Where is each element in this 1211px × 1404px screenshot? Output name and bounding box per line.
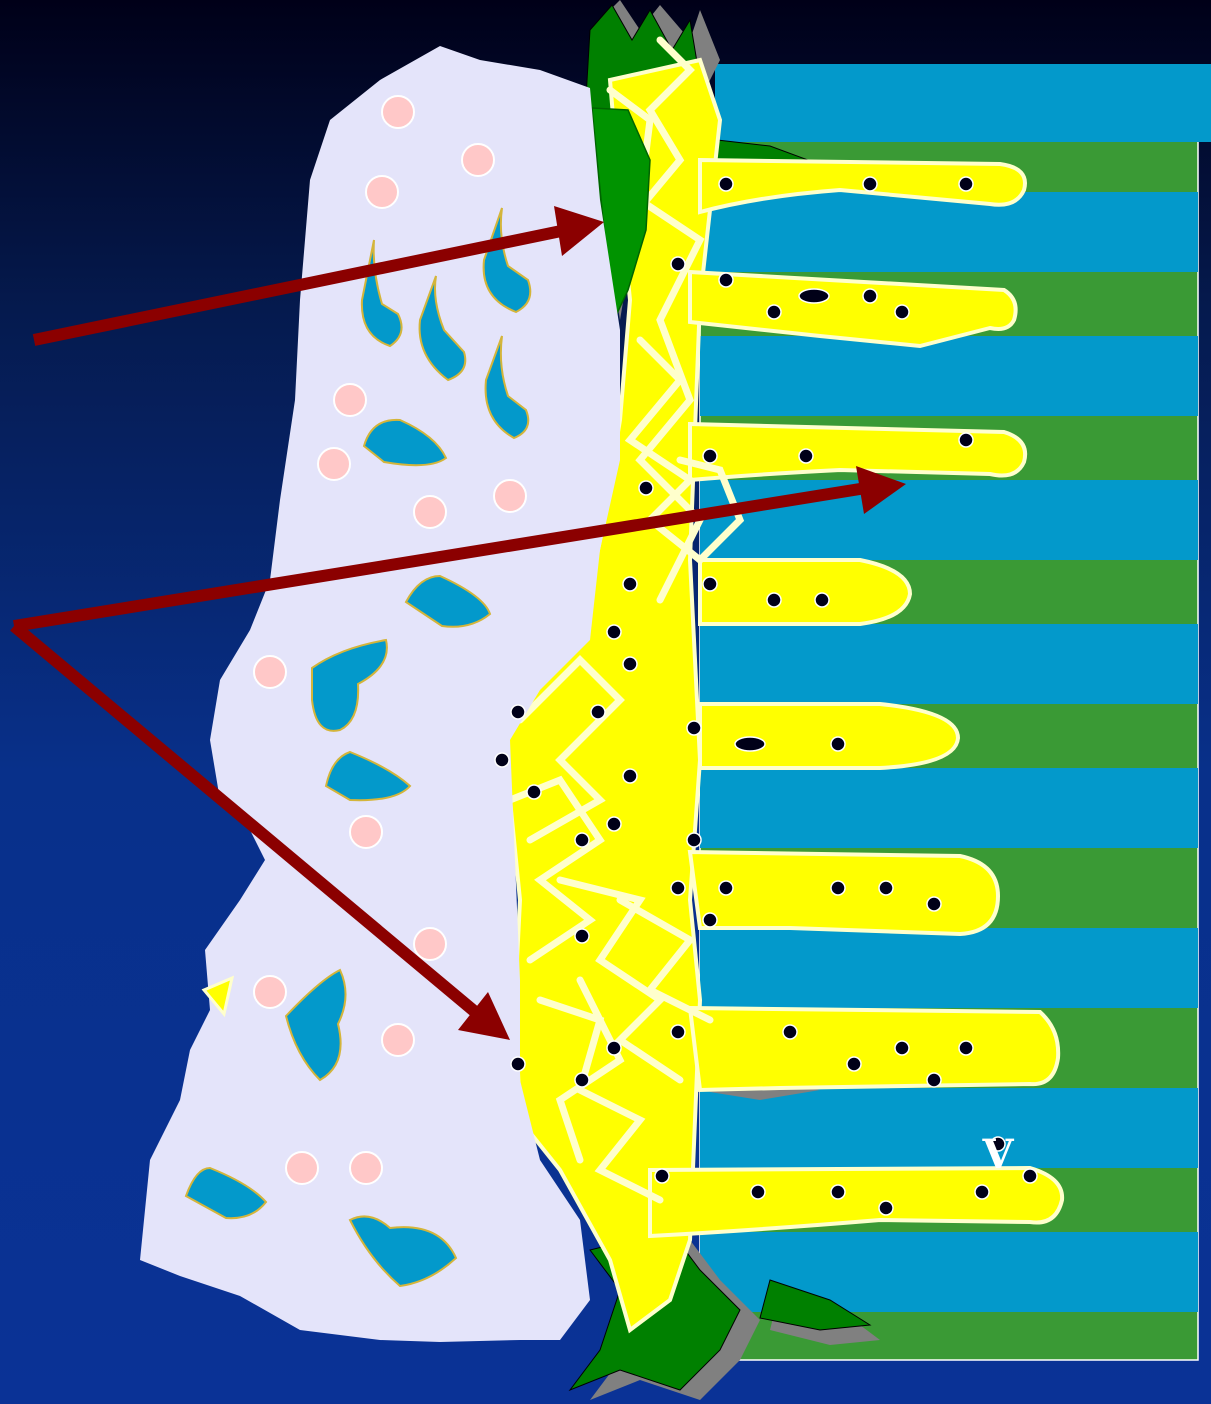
process-4 <box>700 560 910 624</box>
blue-band-6 <box>700 768 1198 848</box>
process-5 <box>700 704 958 768</box>
blue-band-8 <box>700 1088 1198 1168</box>
vessel-label: V <box>981 1131 1014 1178</box>
blue-band-5 <box>700 624 1198 704</box>
blue-band-3 <box>700 336 1198 416</box>
blue-band-4 <box>700 480 1198 560</box>
process-7 <box>690 1008 1058 1090</box>
process-6 <box>690 852 998 934</box>
blue-band-1 <box>715 64 1211 142</box>
blue-band-7 <box>700 928 1198 1008</box>
blue-band-2 <box>700 192 1198 272</box>
